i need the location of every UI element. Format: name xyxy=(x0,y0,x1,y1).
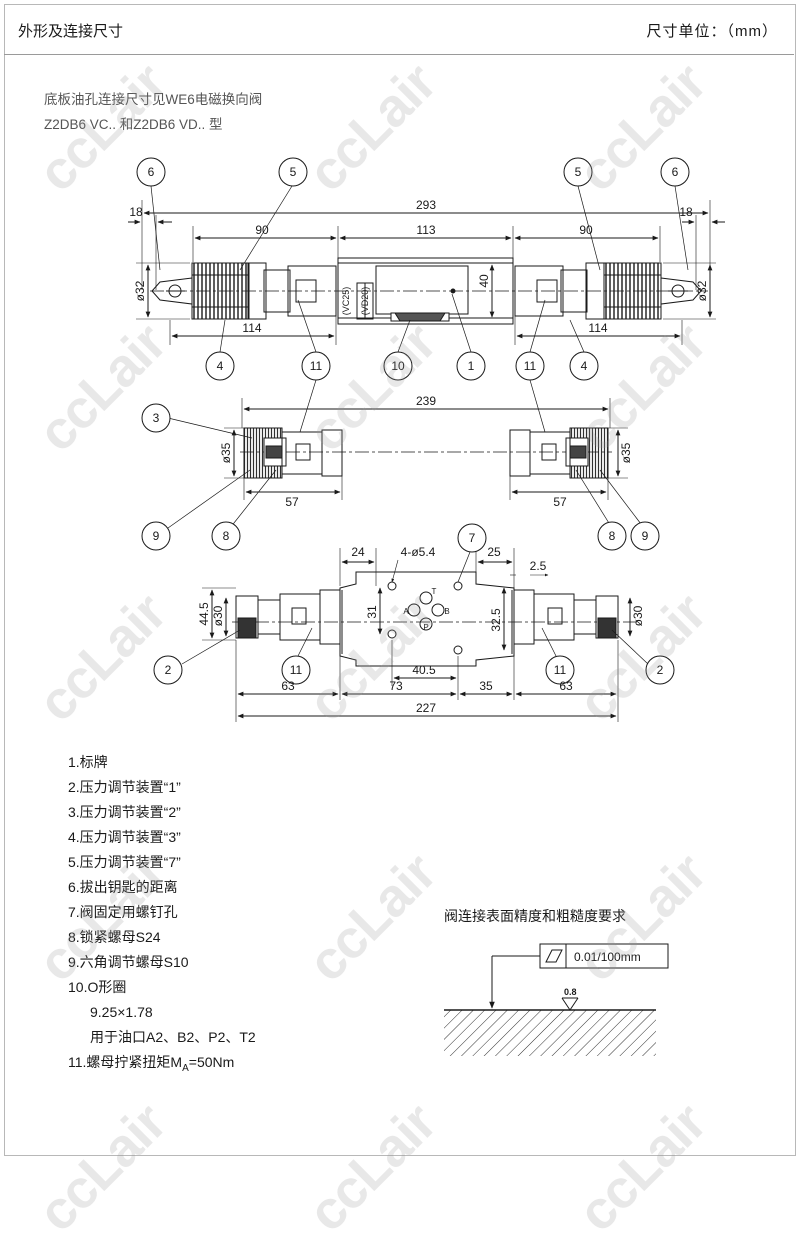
header-bar: 外形及连接尺寸 尺寸单位：（mm） xyxy=(4,4,794,55)
dim-63-left: 63 xyxy=(281,679,295,693)
legend-item-oring-ports: 用于油口A2、B2、P2、T2 xyxy=(90,1029,256,1045)
dim-2-5: 2.5 xyxy=(530,559,547,573)
dim-dia30-right: ø30 xyxy=(631,605,645,626)
legend-item: 2.压力调节装置“1” xyxy=(68,779,181,795)
port-t: T xyxy=(432,587,437,596)
page-frame xyxy=(4,4,796,1156)
body-label-vd: (VD20) xyxy=(360,287,370,316)
legend-item-oring-size: 9.25×1.78 xyxy=(90,1004,153,1020)
dim-113: 113 xyxy=(416,223,435,237)
legend-item: 9.六角调节螺母S10 xyxy=(68,954,189,970)
technical-drawing: 293 90 113 90 18 18 ø32 ø32 40 114 114 (… xyxy=(128,157,725,722)
dim-57-left: 57 xyxy=(285,495,299,509)
subtitle-line1: 底板油孔连接尺寸见WE6电磁换向阀 xyxy=(44,92,263,107)
callout-3: 3 xyxy=(153,411,160,425)
callout-8-right: 8 xyxy=(609,529,616,543)
port-a: A xyxy=(403,607,409,616)
legend-item: 1.标牌 xyxy=(68,754,108,770)
legend-item: 8.锁紧螺母S24 xyxy=(68,929,161,945)
dim-31: 31 xyxy=(365,605,379,619)
surface-title: 阀连接表面精度和粗糙度要求 xyxy=(444,908,626,924)
legend-item: 10.O形圈 xyxy=(68,979,127,995)
callout-11-right: 11 xyxy=(524,359,537,373)
port-p: P xyxy=(423,623,428,632)
legend-item: 3.压力调节装置“2” xyxy=(68,804,181,820)
callout-9-right: 9 xyxy=(642,529,649,543)
dim-35: 35 xyxy=(479,679,493,693)
dim-24: 24 xyxy=(351,545,365,559)
dim-227: 227 xyxy=(416,701,436,715)
flatness-value: 0.01/100mm xyxy=(574,950,641,964)
callout-5-right: 5 xyxy=(575,165,582,179)
dim-18-left: 18 xyxy=(129,205,143,219)
dim-57-right: 57 xyxy=(553,495,567,509)
dim-44-5: 44.5 xyxy=(197,602,211,626)
dim-holes: 4-ø5.4 xyxy=(401,545,436,559)
top-view xyxy=(128,157,725,381)
dim-114-left: 114 xyxy=(242,321,261,335)
legend-item: 6.拔出钥匙的距离 xyxy=(68,879,178,895)
dim-dia35-right: ø35 xyxy=(619,442,633,463)
middle-view xyxy=(141,379,660,551)
callout-6-left: 6 xyxy=(148,165,155,179)
dim-90-right: 90 xyxy=(579,223,593,237)
callout-4-left: 4 xyxy=(217,359,224,373)
dim-dia32-right: ø32 xyxy=(695,280,709,301)
callout-11-left: 11 xyxy=(310,359,323,373)
dim-dia30-left: ø30 xyxy=(211,605,225,626)
dim-73: 73 xyxy=(389,679,403,693)
subtitle-line2: Z2DB6 VC.. 和Z2DB6 VD.. 型 xyxy=(44,117,223,132)
callout-2-left: 2 xyxy=(165,663,172,677)
legend-item: 5.压力调节装置“7” xyxy=(68,854,181,870)
dim-32-5: 32.5 xyxy=(489,608,503,632)
callout-11-br: 11 xyxy=(554,663,567,677)
body-label-vc: (VC25) xyxy=(341,287,351,316)
flatness-icon xyxy=(545,949,563,963)
surface-diagram: 0.01/100mm 0.8 xyxy=(444,943,669,1056)
header-unit: 尺寸单位：（mm） xyxy=(646,23,778,40)
roughness-value: 0.8 xyxy=(564,987,577,997)
roughness-symbol xyxy=(561,997,579,1011)
dim-25: 25 xyxy=(487,545,501,559)
dim-239: 239 xyxy=(416,394,436,408)
legend-item: 4.压力调节装置“3” xyxy=(68,829,181,845)
dim-18-right: 18 xyxy=(679,205,693,219)
callout-9-left: 9 xyxy=(153,529,160,543)
header-title: 外形及连接尺寸 xyxy=(18,23,124,40)
callout-8-left: 8 xyxy=(223,529,230,543)
callout-4-right: 4 xyxy=(581,359,588,373)
dim-dia32-left: ø32 xyxy=(133,280,147,301)
bottom-view xyxy=(153,523,675,722)
callout-10: 10 xyxy=(391,359,405,373)
legend-item: 7.阀固定用螺钉孔 xyxy=(68,904,178,920)
callout-6-right: 6 xyxy=(672,165,679,179)
callout-5-left: 5 xyxy=(290,165,297,179)
port-b: B xyxy=(444,607,449,616)
dim-40: 40 xyxy=(477,274,491,288)
dim-63-right: 63 xyxy=(559,679,573,693)
dim-40-5: 40.5 xyxy=(412,663,436,677)
dim-90-left: 90 xyxy=(255,223,269,237)
callout-2-right: 2 xyxy=(657,663,664,677)
callout-11-bl: 11 xyxy=(290,663,303,677)
callout-7: 7 xyxy=(469,531,476,545)
top-callout-circles xyxy=(136,157,690,381)
dim-dia35-left: ø35 xyxy=(219,442,233,463)
legend-item-torque: 11.螺母拧紧扭矩MA=50Nm xyxy=(68,1054,235,1074)
dim-114-right: 114 xyxy=(588,321,607,335)
parts-legend: 1.标牌 2.压力调节装置“1” 3.压力调节装置“2” 4.压力调节装置“3”… xyxy=(68,750,448,1075)
dim-293: 293 xyxy=(416,198,436,212)
callout-1: 1 xyxy=(468,359,475,373)
